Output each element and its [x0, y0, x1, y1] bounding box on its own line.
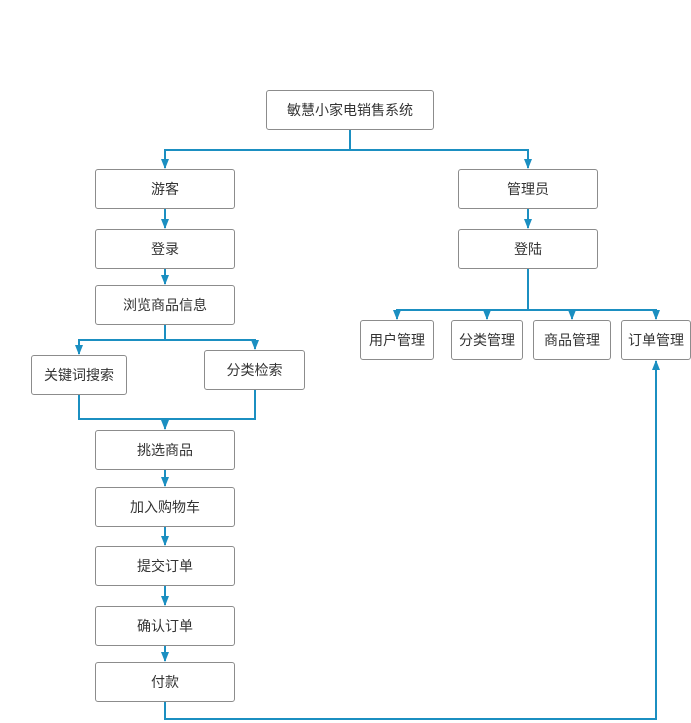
add-to-cart-node: 加入购物车	[95, 487, 235, 527]
admin-node: 管理员	[458, 169, 598, 209]
category-search-node: 分类检索	[204, 350, 305, 390]
guest-login-node: 登录	[95, 229, 235, 269]
connector-browse-category	[165, 339, 259, 350]
guest-node: 游客	[95, 169, 235, 209]
admin-login-node: 登陆	[458, 229, 598, 269]
connector-keyword-merge	[78, 390, 256, 420]
connector-title-admin	[350, 149, 532, 169]
pay-node: 付款	[95, 662, 235, 702]
order-management-node: 订单管理	[621, 320, 691, 360]
system-title-node: 敏慧小家电销售系统	[266, 90, 434, 130]
goods-management-node: 商品管理	[533, 320, 611, 360]
pick-goods-node: 挑选商品	[95, 430, 235, 470]
connector-pay-order-mgmt	[164, 360, 660, 720]
connector-title-guest	[161, 130, 351, 169]
keyword-search-node: 关键词搜索	[31, 355, 127, 395]
connector-browse-keyword	[75, 325, 166, 355]
browse-goods-node: 浏览商品信息	[95, 285, 235, 325]
connector-bus-order-mgmt	[528, 309, 660, 320]
confirm-order-node: 确认订单	[95, 606, 235, 646]
submit-order-node: 提交订单	[95, 546, 235, 586]
category-management-node: 分类管理	[451, 320, 523, 360]
connector-bus-user-mgmt	[393, 309, 528, 320]
user-management-node: 用户管理	[360, 320, 434, 360]
